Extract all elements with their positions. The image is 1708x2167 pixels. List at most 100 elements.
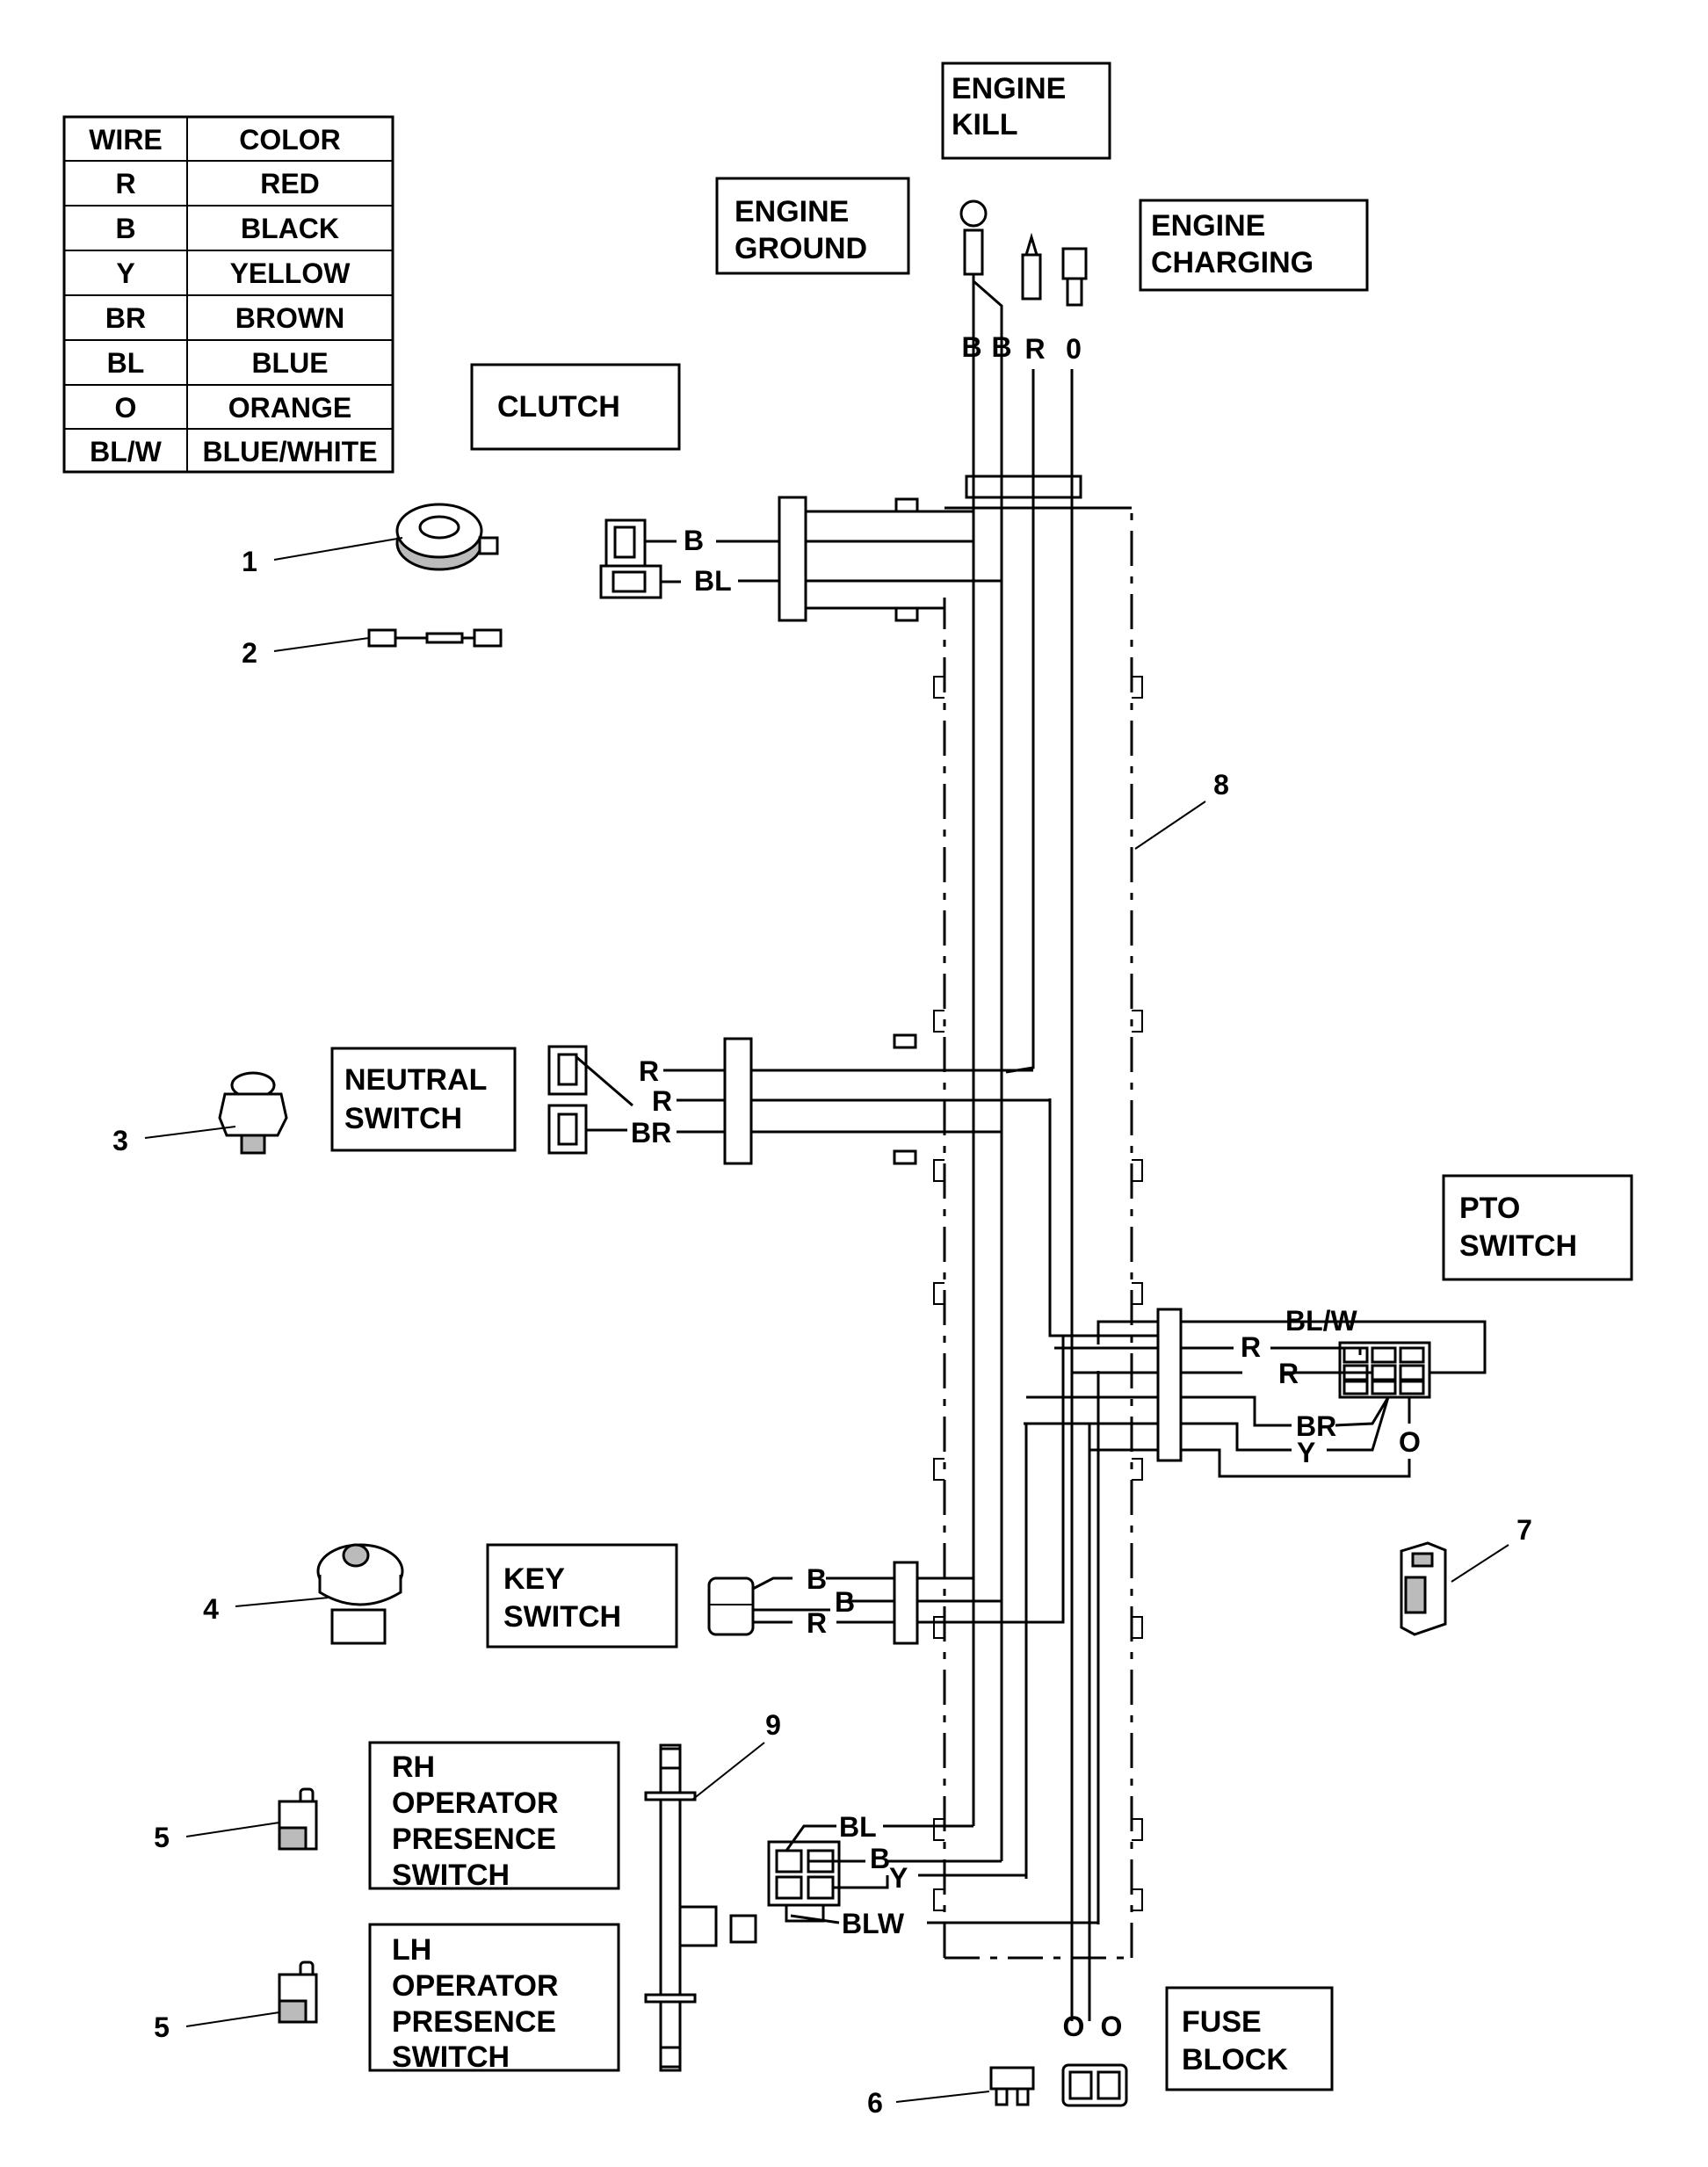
key-wire-label: R: [807, 1607, 827, 1639]
fuse-block-connector: [1061, 2063, 1128, 2107]
pto-wire-label: BL/W: [1285, 1305, 1358, 1337]
engine-wire-label: B: [961, 331, 981, 363]
callout-1: 1: [242, 546, 257, 577]
svg-text:SWITCH: SWITCH: [1459, 1229, 1577, 1263]
svg-text:LH: LH: [392, 1933, 431, 1967]
svg-text:CLUTCH: CLUTCH: [497, 390, 620, 424]
engine-kill-label: ENGINE KILL: [941, 62, 1111, 160]
main-harness-wires: [972, 369, 1169, 2021]
svg-text:ENGINE: ENGINE: [735, 195, 849, 228]
table-cell: BR: [105, 302, 146, 334]
callout-2: 2: [242, 637, 257, 669]
pto-switch-label: PTO SWITCH: [1442, 1174, 1633, 1281]
svg-text:ENGINE: ENGINE: [1151, 209, 1265, 243]
table-cell: B: [115, 213, 135, 244]
pto-wire-label: R: [1278, 1358, 1299, 1389]
table-cell: O: [115, 392, 137, 424]
neutral-wire-label: R: [639, 1055, 659, 1087]
svg-text:RH: RH: [392, 1750, 435, 1784]
engine-wire-label: R: [1024, 333, 1045, 365]
svg-text:CHARGING: CHARGING: [1151, 246, 1314, 279]
table-cell: BLUE/WHITE: [202, 436, 377, 467]
svg-text:PRESENCE: PRESENCE: [392, 2005, 556, 2039]
callout-5-rh: 5: [154, 1822, 170, 1853]
key-switch-label: KEY SWITCH: [486, 1543, 678, 1649]
svg-text:KEY: KEY: [503, 1562, 565, 1596]
svg-text:ENGINE: ENGINE: [952, 72, 1066, 105]
neutral-switch-label: NEUTRAL SWITCH: [330, 1047, 517, 1152]
key-wire-label: B: [807, 1563, 827, 1595]
clutch-wire-label: BL: [694, 565, 732, 597]
lh-presence-switch-part: [278, 1960, 318, 2024]
callout-leaders: [144, 537, 1509, 2103]
rh-presence-switch-part: [278, 1787, 318, 1851]
jumper-harness: [644, 1743, 757, 2072]
table-cell: R: [115, 168, 135, 199]
pto-wire-label: BR: [1296, 1410, 1336, 1442]
rh-operator-presence-switch-label: RH OPERATOR PRESENCE SWITCH: [368, 1741, 620, 1892]
key-wire-label: B: [835, 1586, 855, 1618]
table-cell: BL: [107, 347, 145, 379]
table-header-color: COLOR: [239, 124, 341, 156]
pto-switch-connector: [1024, 1308, 1487, 1478]
svg-text:NEUTRAL: NEUTRAL: [344, 1063, 487, 1097]
opp-wire-label: B: [870, 1843, 890, 1874]
fuse-jumper-wire-part: [367, 628, 503, 648]
pto-wire-label: O: [1399, 1426, 1421, 1458]
lh-operator-presence-switch-label: LH OPERATOR PRESENCE SWITCH: [368, 1923, 620, 2074]
opp-wire-label: Y: [889, 1862, 908, 1894]
svg-text:SWITCH: SWITCH: [392, 2040, 510, 2074]
fuse-block-label: FUSE BLOCK: [1165, 1986, 1334, 2091]
table-header-wire: WIRE: [89, 124, 163, 156]
table-cell: BROWN: [235, 302, 344, 334]
callout-5-lh: 5: [154, 2011, 170, 2043]
neutral-wire-label: R: [652, 1085, 672, 1117]
opp-wire-label: BLW: [842, 1908, 905, 1939]
wire-color-table: WIRE COLOR R RED B BLACK Y YELLOW BR BRO…: [62, 115, 394, 474]
callout-9: 9: [765, 1709, 781, 1741]
table-cell: ORANGE: [228, 392, 351, 424]
svg-text:PRESENCE: PRESENCE: [392, 1823, 556, 1856]
table-cell: BLACK: [241, 213, 339, 244]
svg-text:SWITCH: SWITCH: [344, 1102, 462, 1135]
svg-text:SWITCH: SWITCH: [392, 1859, 510, 1892]
key-switch-connector: [707, 1336, 1065, 1645]
table-cell: BL/W: [90, 436, 163, 467]
clutch-wire-label: B: [684, 525, 704, 556]
table-cell: Y: [116, 257, 134, 289]
neutral-switch-part: [218, 1071, 288, 1155]
neutral-switch-connector: [547, 1033, 1050, 1165]
callout-8: 8: [1213, 769, 1229, 801]
clutch-connector: [599, 496, 1002, 622]
svg-text:FUSE: FUSE: [1182, 2005, 1262, 2039]
electric-clutch-part: [395, 503, 499, 571]
engine-ground-label: ENGINE GROUND: [715, 177, 910, 275]
engine-wire-label: B: [991, 331, 1011, 363]
table-cell: YELLOW: [230, 257, 351, 289]
table-cell: RED: [260, 168, 320, 199]
clutch-label: CLUTCH: [470, 363, 681, 451]
engine-wire-label: 0: [1066, 333, 1082, 365]
callout-4: 4: [203, 1593, 219, 1625]
svg-text:SWITCH: SWITCH: [503, 1600, 621, 1634]
svg-text:OPERATOR: OPERATOR: [392, 1787, 559, 1820]
callout-7: 7: [1516, 1514, 1532, 1546]
callout-6: 6: [867, 2087, 883, 2119]
callout-3: 3: [112, 1125, 128, 1156]
pto-wire-label: R: [1241, 1331, 1261, 1363]
fuse-wire-label: O: [1063, 2011, 1085, 2042]
table-cell: BLUE: [251, 347, 328, 379]
fuse-wire-label: O: [1101, 2011, 1123, 2042]
svg-text:OPERATOR: OPERATOR: [392, 1969, 559, 2003]
operator-presence-connector: [767, 1824, 1098, 1924]
svg-text:BLOCK: BLOCK: [1182, 2043, 1288, 2076]
key-switch-part: [316, 1543, 404, 1645]
pto-wire-label: Y: [1297, 1437, 1315, 1468]
svg-text:PTO: PTO: [1459, 1192, 1520, 1225]
svg-text:KILL: KILL: [952, 108, 1018, 141]
engine-charging-terminals: [1021, 232, 1088, 307]
neutral-wire-label: BR: [631, 1117, 671, 1149]
fuse-part: [989, 2066, 1035, 2106]
svg-text:GROUND: GROUND: [735, 232, 867, 265]
